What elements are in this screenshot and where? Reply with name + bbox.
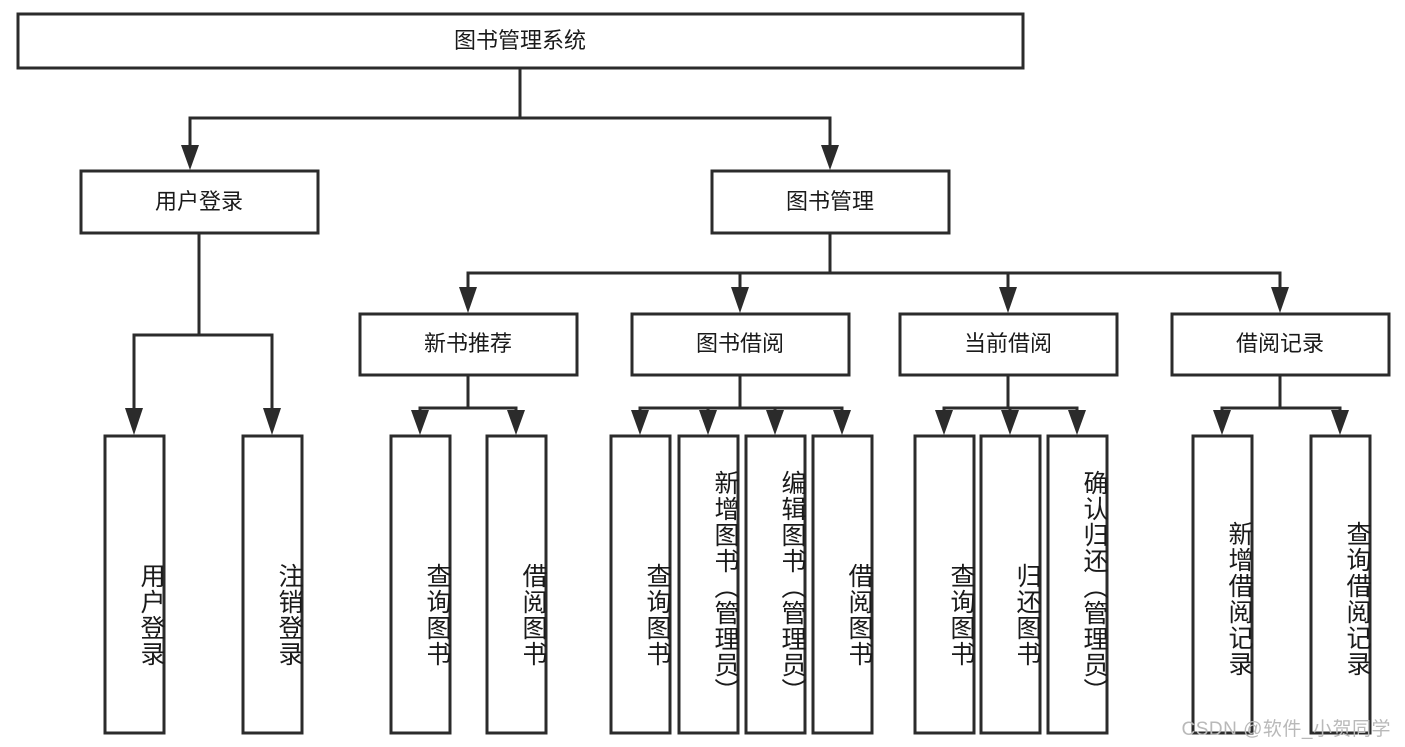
leaf-box-query-book-1[interactable]	[389, 434, 452, 735]
node-new-book-recommend-label: 新书推荐	[424, 331, 512, 356]
connector-currentborrow-to-leaves	[935, 373, 1086, 435]
arrow-leaf	[631, 410, 649, 435]
arrow-level3	[731, 287, 749, 313]
csdn-watermark: CSDN @软件_小贺同学	[1181, 719, 1391, 740]
arrow-leaf	[125, 408, 143, 435]
node-book-management-label: 图书管理	[786, 189, 874, 214]
arrow-level3	[1271, 287, 1289, 313]
connector-newbook-to-leaves	[411, 373, 525, 435]
leaf-box-user-login[interactable]	[103, 434, 166, 735]
leaf-box-borrow-book-1[interactable]	[485, 434, 548, 735]
leaf-box-query-borrow-record[interactable]	[1309, 434, 1372, 735]
arrow-leaf	[766, 410, 784, 435]
leaf-box-query-book-2[interactable]	[609, 434, 672, 735]
leaf-box-add-book-admin[interactable]	[677, 434, 740, 735]
connector-userlogin-to-leaves	[125, 231, 281, 435]
connector-bookborrow-to-leaves	[631, 373, 851, 435]
arrow-to-user-login	[181, 145, 199, 170]
leaf-box-query-book-3[interactable]	[913, 434, 976, 735]
arrow-level3	[999, 287, 1017, 313]
leaf-box-logout[interactable]	[241, 434, 304, 735]
arrow-leaf	[507, 410, 525, 435]
arrow-leaf	[1068, 410, 1086, 435]
node-new-book-recommend[interactable]: 新书推荐	[358, 312, 579, 377]
arrow-leaf	[1001, 410, 1019, 435]
node-root-label: 图书管理系统	[454, 28, 586, 53]
arrow-level3	[459, 287, 477, 313]
leaf-boxes	[103, 434, 1372, 735]
leaf-box-add-borrow-record[interactable]	[1191, 434, 1254, 735]
arrow-leaf	[833, 410, 851, 435]
arrow-leaf	[1213, 410, 1231, 435]
arrow-leaf	[411, 410, 429, 435]
leaf-box-borrow-book-2[interactable]	[811, 434, 874, 735]
arrow-leaf	[699, 410, 717, 435]
node-current-borrow-label: 当前借阅	[964, 331, 1052, 356]
node-book-management[interactable]: 图书管理	[710, 169, 951, 235]
node-current-borrow[interactable]: 当前借阅	[898, 312, 1119, 377]
arrow-leaf	[1331, 410, 1349, 435]
arrow-to-book-manage	[821, 145, 839, 170]
connector-bookmanage-to-level3	[459, 231, 1289, 313]
node-book-borrow-label: 图书借阅	[696, 331, 784, 356]
node-borrow-record-label: 借阅记录	[1236, 331, 1324, 356]
connector-root-to-level2	[181, 66, 839, 170]
node-user-login-label: 用户登录	[155, 189, 243, 214]
node-user-login[interactable]: 用户登录	[79, 169, 320, 235]
leaf-box-edit-book-admin[interactable]	[744, 434, 807, 735]
arrow-leaf	[935, 410, 953, 435]
arrow-leaf	[263, 408, 281, 435]
leaf-box-return-book[interactable]	[979, 434, 1042, 735]
node-root-book-management-system[interactable]: 图书管理系统	[16, 12, 1025, 70]
node-borrow-record[interactable]: 借阅记录	[1170, 312, 1391, 377]
leaf-box-confirm-return-admin[interactable]	[1046, 434, 1109, 735]
connector-borrowrecord-to-leaves	[1213, 373, 1349, 435]
node-book-borrow[interactable]: 图书借阅	[630, 312, 851, 377]
